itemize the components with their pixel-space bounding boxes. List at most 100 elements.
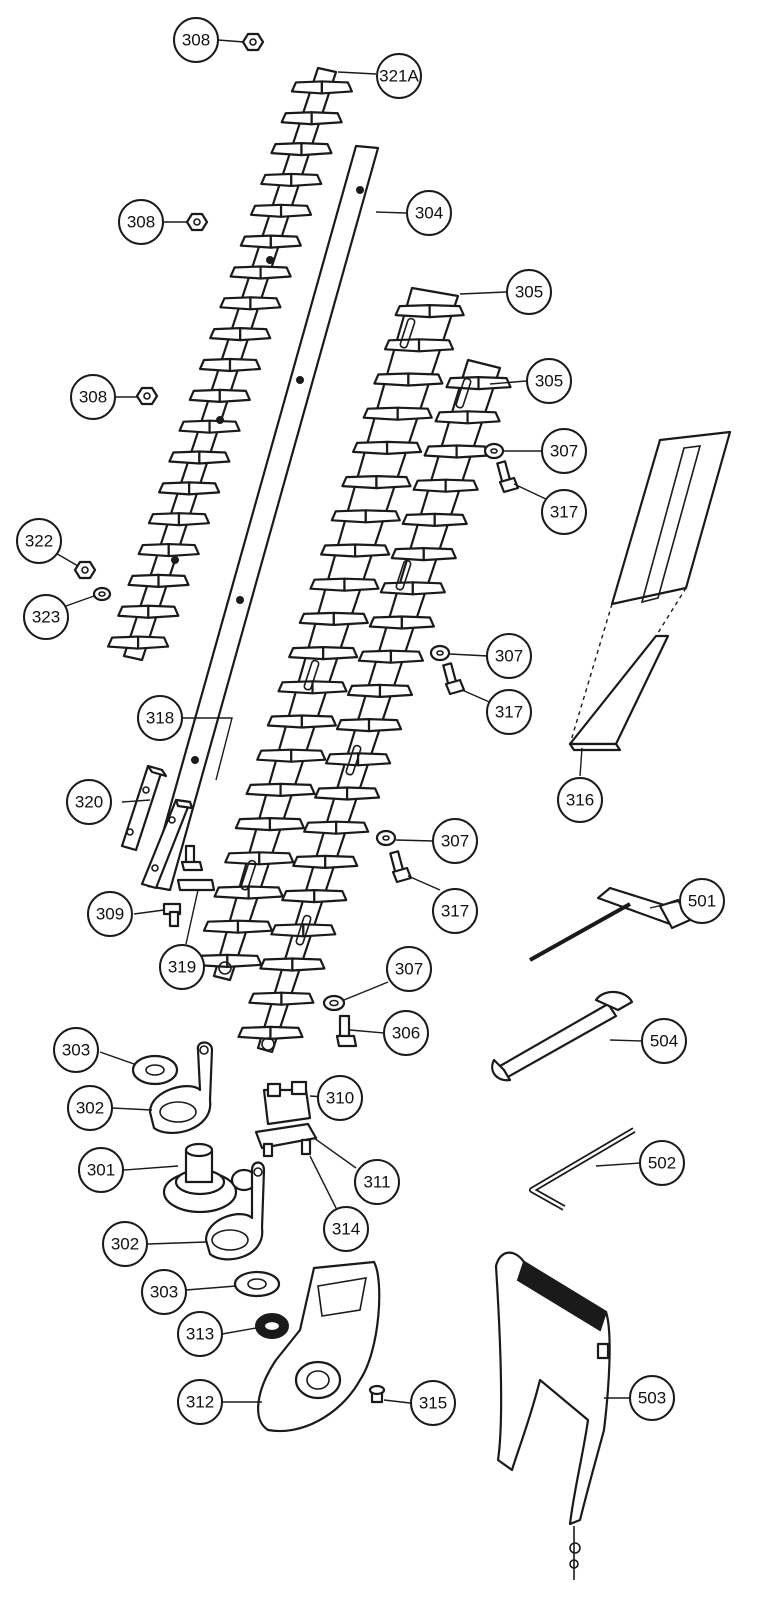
callout-307: 307: [432, 818, 478, 864]
callout-305: 305: [526, 358, 572, 404]
callout-317: 317: [486, 689, 532, 735]
svg-text:321A: 321A: [379, 67, 419, 86]
svg-text:305: 305: [515, 283, 543, 302]
screw-314: [262, 1138, 312, 1158]
callout-316: 316: [557, 777, 603, 823]
svg-text:313: 313: [186, 1325, 214, 1344]
svg-text:303: 303: [62, 1041, 90, 1060]
callout-312: 312: [177, 1379, 223, 1425]
callout-320: 320: [66, 779, 112, 825]
screw-315: [368, 1384, 386, 1404]
callout-307: 307: [386, 946, 432, 992]
callout-314: 314: [323, 1206, 369, 1252]
svg-text:311: 311: [363, 1173, 390, 1192]
svg-text:308: 308: [182, 31, 210, 50]
callout-317: 317: [432, 888, 478, 934]
callout-502: 502: [639, 1140, 685, 1186]
svg-text:314: 314: [332, 1220, 360, 1239]
svg-text:307: 307: [395, 960, 423, 979]
nut-308-top: [241, 32, 265, 52]
harness-503: [494, 1251, 611, 1580]
blade-305-upper: [192, 286, 465, 982]
callout-labels: 308 321A 308 304 305 305 308 307 317 322…: [16, 17, 725, 1426]
bearing-313: [255, 1313, 289, 1339]
box-spanner-501: [529, 886, 692, 962]
svg-text:320: 320: [75, 793, 103, 812]
bolt-306: [335, 1014, 358, 1048]
callout-308: 308: [70, 374, 116, 420]
svg-text:304: 304: [415, 204, 443, 223]
callout-302: 302: [67, 1085, 113, 1131]
hex-key-502: [529, 1127, 636, 1211]
svg-text:322: 322: [25, 532, 53, 551]
svg-text:306: 306: [392, 1024, 420, 1043]
callout-303: 303: [53, 1027, 99, 1073]
callout-321a: 321A: [376, 53, 422, 99]
svg-text:305: 305: [535, 372, 563, 391]
svg-text:312: 312: [186, 1393, 214, 1412]
callout-501: 501: [679, 878, 725, 924]
svg-text:317: 317: [495, 703, 523, 722]
bolt-318: [180, 844, 204, 872]
svg-text:307: 307: [550, 442, 578, 461]
gear-301: [162, 1142, 258, 1214]
plate-318: [140, 798, 194, 890]
callout-311: 311: [354, 1159, 400, 1205]
callout-301: 301: [78, 1147, 124, 1193]
svg-text:308: 308: [79, 388, 107, 407]
washer-323: [92, 586, 112, 602]
svg-text:502: 502: [648, 1154, 676, 1173]
nut-308-mid: [185, 212, 209, 232]
nut-308-low: [135, 386, 159, 406]
callout-319: 319: [159, 944, 205, 990]
callout-307: 307: [541, 428, 587, 474]
callout-303: 303: [141, 1269, 187, 1315]
svg-text:503: 503: [638, 1389, 666, 1408]
svg-text:310: 310: [326, 1089, 354, 1108]
washer-303-top: [131, 1054, 179, 1086]
svg-text:319: 319: [168, 958, 196, 977]
washer-307-c: [375, 829, 397, 847]
svg-text:315: 315: [419, 1394, 447, 1413]
svg-text:504: 504: [650, 1032, 678, 1051]
callout-323: 323: [23, 594, 69, 640]
bolt-317-b: [442, 662, 466, 696]
svg-text:318: 318: [146, 709, 174, 728]
callout-309: 309: [87, 891, 133, 937]
spacer-bar-304: [146, 144, 380, 892]
callout-313: 313: [177, 1311, 223, 1357]
plate-320: [120, 764, 168, 852]
holder-310: [262, 1080, 312, 1126]
callout-315: 315: [410, 1380, 456, 1426]
blade-guard-321a: [107, 66, 353, 662]
blade-305-lower: [237, 358, 512, 1054]
svg-text:317: 317: [550, 503, 578, 522]
bolt-317-c: [389, 850, 413, 884]
leader-lines: [53, 39, 681, 1404]
plate-311: [254, 1122, 318, 1150]
callout-503: 503: [629, 1375, 675, 1421]
svg-text:316: 316: [566, 791, 594, 810]
gear-case-312: [257, 1260, 381, 1433]
washer-307-a: [483, 442, 505, 460]
callout-308: 308: [118, 199, 164, 245]
link-302-bottom: [204, 1161, 266, 1261]
svg-text:317: 317: [441, 902, 469, 921]
callout-307: 307: [486, 633, 532, 679]
svg-text:323: 323: [32, 608, 60, 627]
svg-text:308: 308: [127, 213, 155, 232]
callout-318: 318: [137, 695, 183, 741]
wrench-504: [491, 990, 634, 1082]
blade-cover-316: [568, 430, 732, 752]
svg-text:501: 501: [688, 892, 716, 911]
svg-text:302: 302: [76, 1099, 104, 1118]
nut-322: [73, 560, 97, 580]
washer-307-d: [322, 994, 346, 1012]
bolt-309: [162, 902, 182, 928]
svg-text:303: 303: [150, 1283, 178, 1302]
callout-317: 317: [541, 489, 587, 535]
svg-text:307: 307: [441, 832, 469, 851]
callout-305: 305: [506, 269, 552, 315]
callout-504: 504: [641, 1018, 687, 1064]
